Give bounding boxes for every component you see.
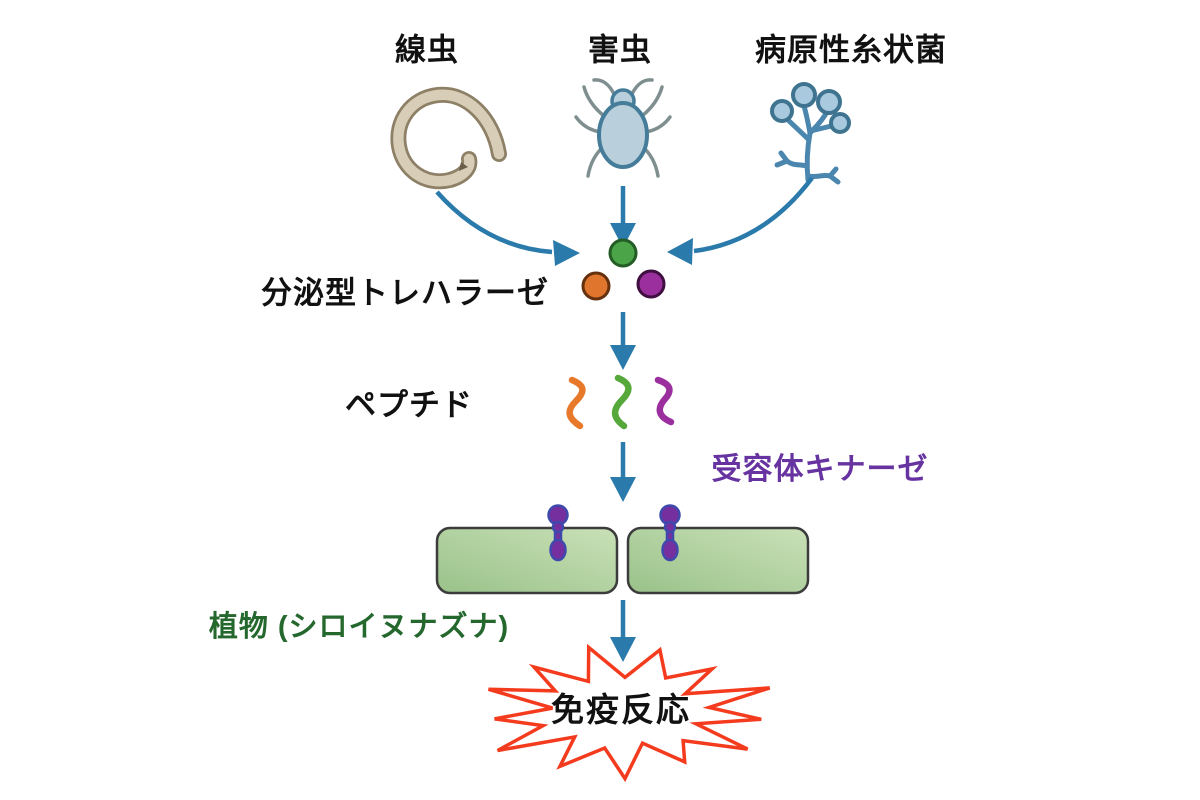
arrow-cell-to-immune	[610, 600, 636, 662]
filamentous-fungus-icon	[770, 82, 851, 185]
receptor-kinase-label: 受容体キナーゼ	[711, 453, 929, 486]
plant-cell-left	[435, 526, 619, 595]
arrow-trehalase-to-peptide	[610, 312, 636, 370]
nematode-label: 線虫	[395, 32, 459, 68]
peptide-squiggles	[566, 374, 675, 430]
immune-burst-shape	[488, 643, 771, 783]
converging-arrows	[435, 176, 814, 266]
peptide-label: ペプチド	[345, 387, 473, 423]
immune-response-label: 免疫反応	[551, 691, 691, 728]
trehalase-dot-green	[608, 238, 638, 268]
trehalase-label: 分泌型トレハラーゼ	[261, 275, 549, 311]
arrow-peptide-to-cell	[610, 442, 636, 502]
filamentous-fungus-label: 病原性糸状菌	[755, 32, 947, 68]
pest-insect-icon	[574, 78, 672, 178]
nematode-icon	[390, 86, 507, 190]
peptide-squiggle-purple	[654, 376, 675, 426]
arrow-nematode-curved	[435, 190, 580, 266]
peptide-squiggle-green	[611, 374, 632, 430]
peptide-squiggle-orange	[566, 376, 586, 430]
plant-cells	[435, 526, 810, 595]
plant-label: 植物 (シロイヌナズナ)	[208, 611, 510, 643]
pest-insect-label: 害虫	[588, 32, 652, 68]
trehalase-dots	[581, 238, 666, 301]
trehalase-dot-purple	[636, 269, 666, 299]
receptor-kinase-icons	[547, 504, 681, 562]
arrow-fungus-curved	[667, 176, 814, 265]
plant-cell-right	[626, 526, 810, 595]
trehalase-dot-orange	[581, 271, 611, 301]
receptor-kinase-icon-left	[547, 504, 569, 562]
arrow-pest-down	[610, 186, 636, 248]
receptor-kinase-icon-right	[659, 504, 681, 562]
